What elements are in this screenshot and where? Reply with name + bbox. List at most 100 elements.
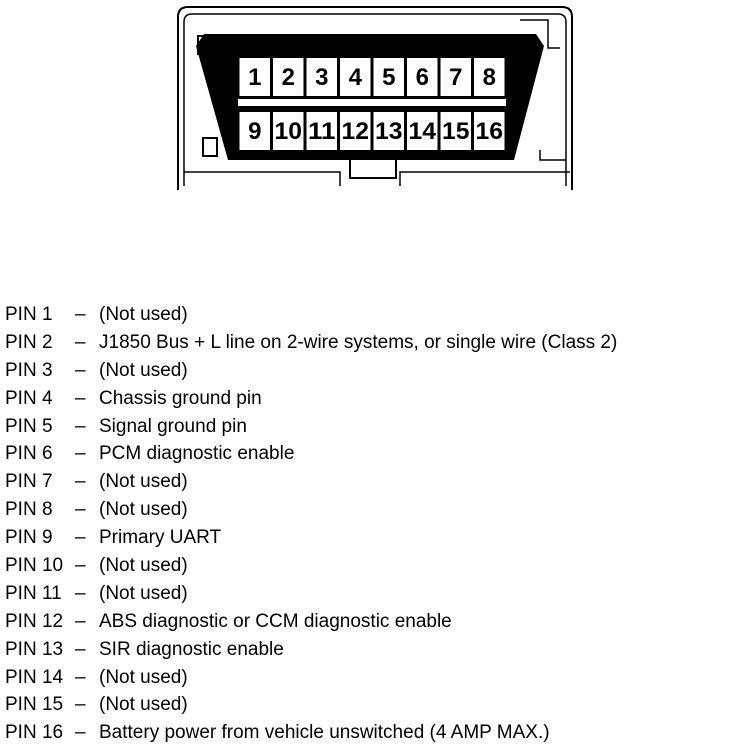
pin-number-1: 1 — [248, 64, 261, 91]
pin-separator: – — [75, 694, 86, 716]
pin-description: Signal ground pin — [99, 415, 247, 437]
pin-cell-8 — [474, 58, 505, 96]
pin-label: PIN 14 — [5, 666, 64, 688]
pin-number-7: 7 — [449, 64, 462, 91]
pin-label: PIN 3 — [5, 359, 53, 381]
pin-row-10: PIN 10 – (Not used) — [5, 552, 617, 580]
pin-cell-13 — [373, 112, 404, 150]
pin-description: Primary UART — [99, 527, 222, 549]
pin-row-1: PIN 1 – (Not used) — [5, 301, 617, 329]
pin-separator: – — [75, 527, 86, 549]
pin-separator: – — [75, 359, 86, 381]
pin-number-14: 14 — [409, 118, 437, 145]
pin-cell-6 — [407, 58, 438, 96]
pin-label: PIN 16 — [5, 722, 64, 744]
pin-separator: – — [75, 499, 86, 521]
pin-cell-4 — [340, 58, 371, 96]
pin-description: SIR diagnostic enable — [99, 638, 284, 660]
pin-description: ABS diagnostic or CCM diagnostic enable — [99, 610, 452, 632]
pin-separator: – — [75, 331, 86, 353]
pin-label: PIN 15 — [5, 694, 64, 716]
pin-label: PIN 11 — [5, 582, 62, 604]
pin-description: Chassis ground pin — [99, 387, 262, 409]
pin-number-8: 8 — [483, 64, 496, 91]
row-divider — [238, 99, 506, 106]
pin-row-11: PIN 11 – (Not used) — [5, 580, 617, 608]
pin-number-10: 10 — [275, 118, 303, 145]
pin-number-9: 9 — [248, 118, 261, 145]
pin-description: Battery power from vehicle unswitched (4… — [99, 722, 550, 744]
pin-label: PIN 5 — [5, 415, 53, 437]
pin-cell-2 — [273, 58, 304, 96]
pin-row-2: PIN 2 – J1850 Bus + L line on 2-wire sys… — [5, 329, 617, 357]
pin-cell-14 — [407, 112, 438, 150]
pin-number-4: 4 — [349, 64, 363, 91]
pin-row-12: PIN 12 – ABS diagnostic or CCM diagnosti… — [5, 608, 617, 636]
pin-description: (Not used) — [99, 359, 188, 381]
pin-cell-9 — [239, 112, 270, 150]
pin-row-7: PIN 7 – (Not used) — [5, 468, 617, 496]
pin-separator: – — [75, 304, 86, 325]
pin-label: PIN 6 — [5, 443, 53, 465]
pin-number-15: 15 — [442, 118, 470, 145]
pin-label: PIN 10 — [5, 555, 64, 577]
pin-list: PIN 1 – (Not used) PIN 2 – J1850 Bus + L… — [5, 301, 617, 747]
pin-separator: – — [75, 387, 86, 409]
pin-cell-1 — [239, 58, 270, 96]
pin-cell-3 — [306, 58, 337, 96]
pin-number-6: 6 — [416, 64, 429, 91]
pin-label: PIN 8 — [5, 499, 53, 521]
pin-cell-11 — [306, 112, 337, 150]
pin-separator: – — [75, 415, 86, 437]
pin-description: (Not used) — [99, 694, 188, 716]
pin-label: PIN 13 — [5, 638, 64, 660]
pin-label: PIN 4 — [5, 387, 53, 409]
pin-row-13: PIN 13 – SIR diagnostic enable — [5, 636, 617, 664]
pin-row-9: PIN 9 – Primary UART — [5, 524, 617, 552]
pin-row-16: PIN 16 – Battery power from vehicle unsw… — [5, 719, 617, 747]
pin-description: (Not used) — [99, 499, 188, 521]
pin-row-6: PIN 6 – PCM diagnostic enable — [5, 440, 617, 468]
pin-row-15: PIN 15 – (Not used) — [5, 691, 617, 719]
pin-cell-10 — [273, 112, 304, 150]
pin-cell-7 — [440, 58, 471, 96]
pin-description: PCM diagnostic enable — [99, 443, 295, 465]
pin-separator: – — [75, 471, 86, 493]
pin-row-5: PIN 5 – Signal ground pin — [5, 413, 617, 441]
pin-number-5: 5 — [382, 64, 395, 91]
pin-description: (Not used) — [99, 582, 188, 604]
pin-description: (Not used) — [99, 304, 188, 325]
pin-separator: – — [75, 610, 86, 632]
pin-cell-5 — [373, 58, 404, 96]
pin-separator: – — [75, 443, 86, 465]
pin-description: (Not used) — [99, 555, 188, 577]
pin-row-14: PIN 14 – (Not used) — [5, 664, 617, 692]
pin-cell-16 — [474, 112, 505, 150]
pin-row-4: PIN 4 – Chassis ground pin — [5, 385, 617, 413]
pin-description: (Not used) — [99, 471, 188, 493]
pin-label: PIN 1 — [5, 304, 53, 325]
pin-number-12: 12 — [342, 118, 370, 145]
pin-label: PIN 7 — [5, 471, 53, 493]
pin-number-13: 13 — [375, 118, 403, 145]
pin-number-3: 3 — [315, 64, 328, 91]
pin-description: J1850 Bus + L line on 2-wire systems, or… — [99, 331, 618, 353]
pin-number-2: 2 — [282, 64, 295, 91]
pin-row-3: PIN 3 – (Not used) — [5, 357, 617, 385]
pin-number-11: 11 — [308, 118, 336, 145]
pin-cell-12 — [340, 112, 371, 150]
pin-description: (Not used) — [99, 666, 188, 688]
pin-separator: – — [75, 555, 86, 577]
pin-separator: – — [75, 582, 86, 604]
pin-separator: – — [75, 722, 86, 744]
pin-label: PIN 12 — [5, 610, 64, 632]
pin-cell-15 — [440, 112, 471, 150]
pin-label: PIN 9 — [5, 527, 53, 549]
pin-row-8: PIN 8 – (Not used) — [5, 496, 617, 524]
pin-separator: – — [75, 666, 86, 688]
pin-separator: – — [75, 638, 86, 660]
pin-label: PIN 2 — [5, 331, 53, 353]
pin-number-16: 16 — [476, 118, 504, 145]
